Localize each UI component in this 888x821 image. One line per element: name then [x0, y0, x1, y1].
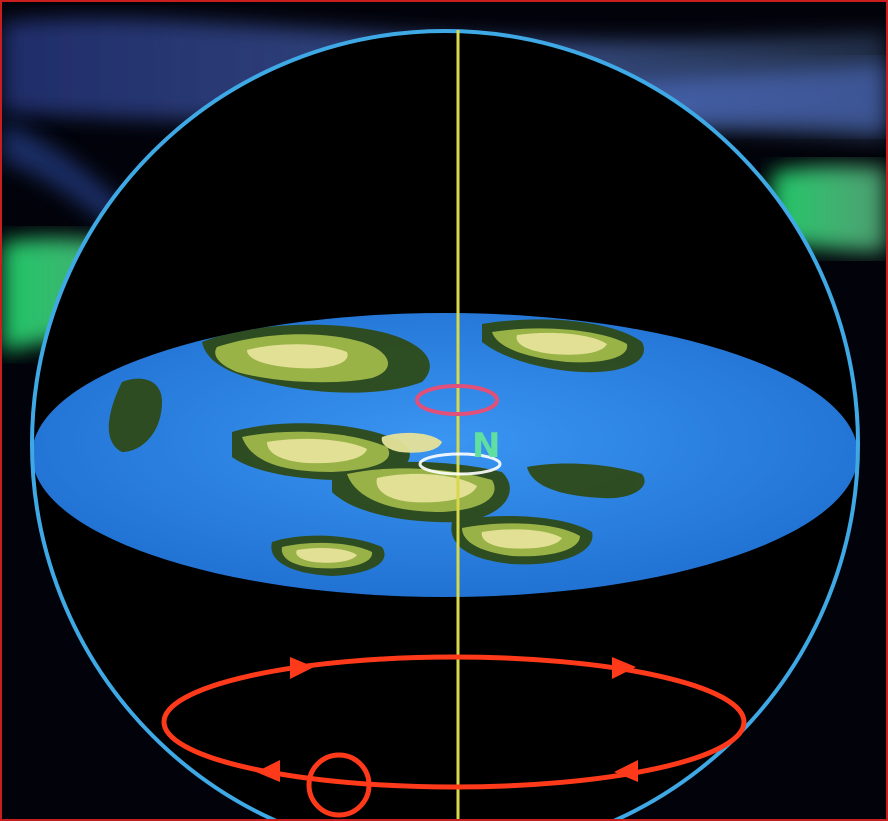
orbit-ellipse [161, 654, 747, 790]
orbit-path [161, 654, 747, 818]
circle-icon [306, 752, 372, 818]
sphere-outline [30, 29, 860, 819]
arrowhead-icon [290, 657, 314, 679]
north-pole-ring [415, 384, 499, 416]
arrowhead-icon [256, 760, 280, 782]
arrowhead-icon [614, 760, 638, 782]
continents [108, 319, 645, 576]
arrowhead-icon [612, 657, 636, 679]
north-marker [418, 452, 502, 476]
north-label: N [472, 426, 500, 466]
